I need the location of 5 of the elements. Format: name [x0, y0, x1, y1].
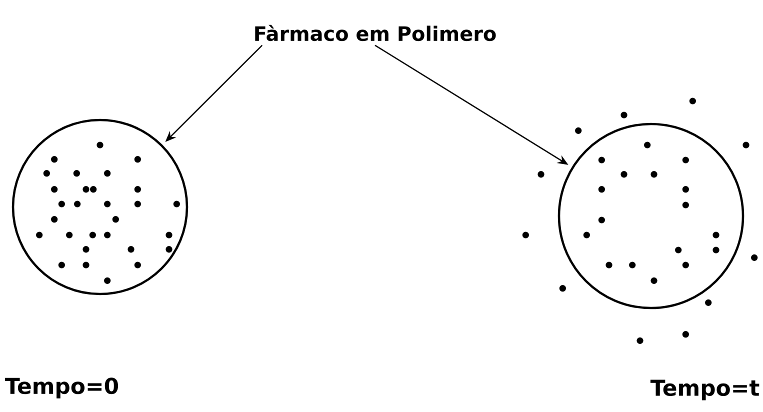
- polymer-particle-drawing: [12, 118, 188, 296]
- title-text: Fàrmaco em Polimero: [255, 24, 496, 42]
- time-label: Tempo=t: [650, 380, 760, 400]
- time-label: Tempo=0: [5, 378, 118, 398]
- polymer-particle-drawing: [522, 98, 758, 344]
